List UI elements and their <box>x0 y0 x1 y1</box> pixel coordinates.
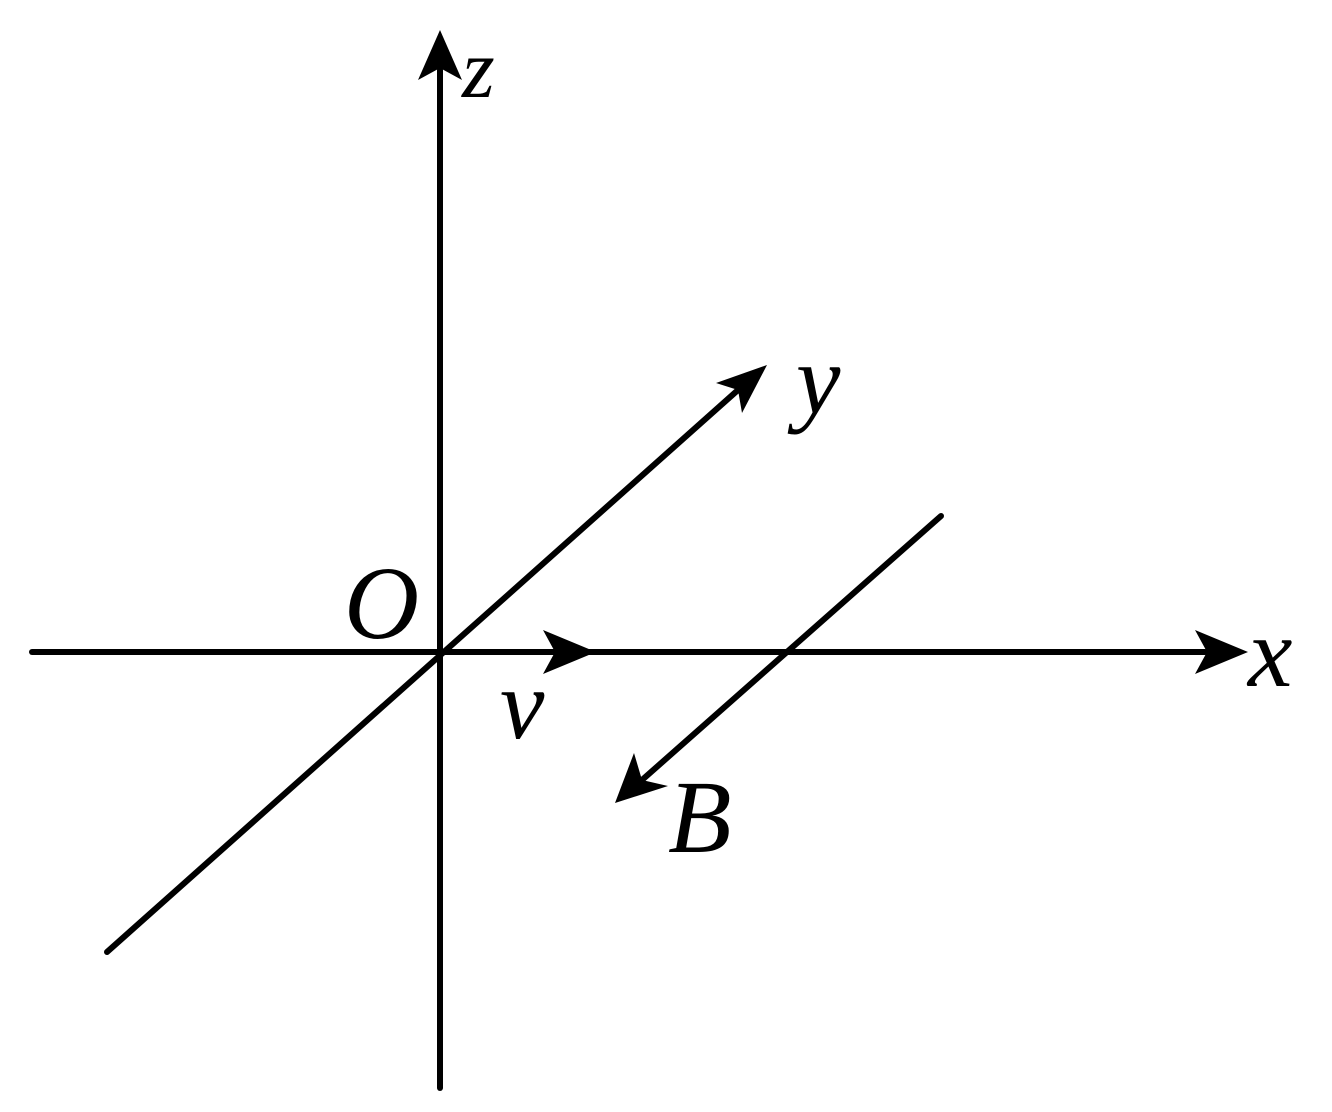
field-b-arrowhead <box>615 753 668 803</box>
x-axis-label: x <box>1246 597 1292 708</box>
field-b-label: B <box>668 760 732 875</box>
z-axis-arrowhead <box>418 30 462 80</box>
field-b-line <box>639 513 944 783</box>
y-axis-arrowhead <box>716 365 767 413</box>
x-axis-arrowhead <box>1195 630 1248 674</box>
y-axis-label: y <box>787 324 841 435</box>
z-axis-label: z <box>461 23 495 116</box>
y-axis-line <box>104 387 741 955</box>
velocity-arrowhead <box>543 630 596 674</box>
origin-label: O <box>344 546 419 661</box>
velocity-label: v <box>500 649 545 760</box>
